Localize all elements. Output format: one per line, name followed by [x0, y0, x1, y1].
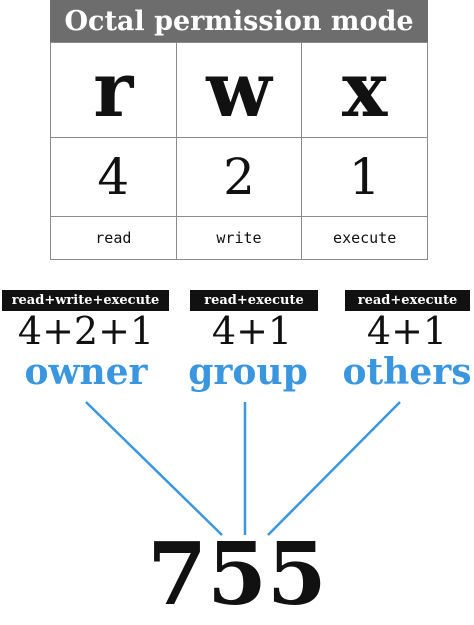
value-row: 4 2 1 — [50, 137, 428, 217]
value-cell-execute: 1 — [301, 137, 428, 217]
permission-table: r w x 4 2 1 read write execute — [50, 42, 428, 260]
group-sum: 4+1 — [211, 309, 293, 353]
others-sum: 4+1 — [366, 309, 448, 353]
word-cell-read: read — [50, 216, 177, 260]
owner-label: owner — [24, 351, 148, 393]
others-badge: read+execute — [345, 290, 470, 311]
owner-sum: 4+2+1 — [17, 309, 155, 353]
group-badge: read+execute — [190, 290, 318, 311]
letter-row: r w x — [50, 42, 428, 138]
octal-result: 755 — [147, 524, 327, 625]
letter-cell-read: r — [50, 42, 177, 138]
word-row: read write execute — [50, 216, 428, 260]
others-connector — [267, 401, 401, 536]
owner-badge: read+write+execute — [2, 290, 169, 311]
letter-cell-write: w — [175, 42, 303, 138]
letter-cell-execute: x — [301, 42, 428, 138]
owner-connector — [85, 401, 223, 536]
value-cell-read: 4 — [50, 137, 177, 217]
others-label: others — [342, 351, 472, 393]
word-cell-execute: execute — [301, 216, 428, 260]
group-label: group — [188, 351, 308, 393]
word-cell-write: write — [175, 216, 303, 260]
value-cell-write: 2 — [175, 137, 303, 217]
diagram-title: Octal permission mode — [50, 0, 428, 42]
